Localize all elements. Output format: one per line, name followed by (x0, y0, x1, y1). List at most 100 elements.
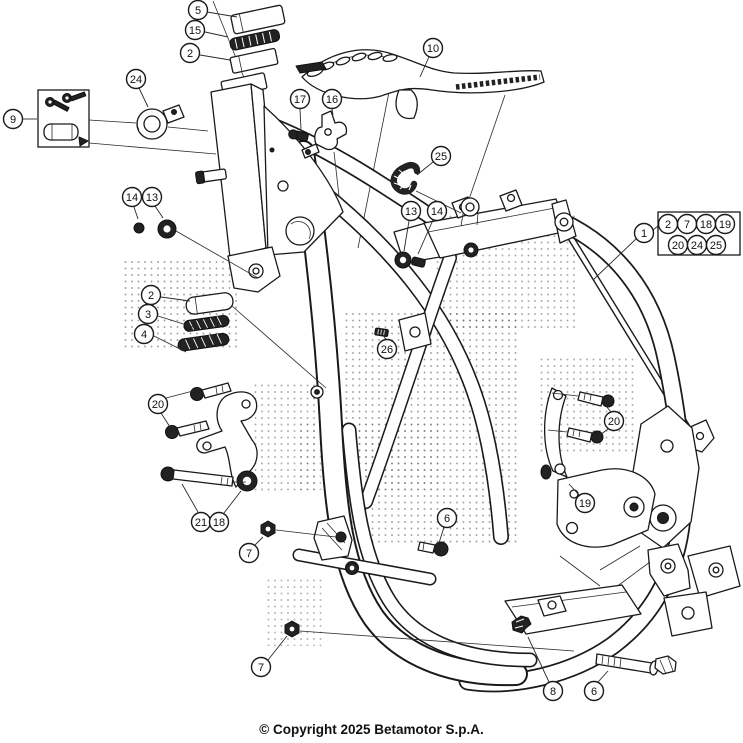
callout-7[interactable]: 7 (238, 536, 264, 564)
callout-8[interactable]: 8 (527, 636, 564, 702)
part-clip-26 (374, 327, 389, 337)
leader-line (599, 428, 609, 436)
balloon-circle (208, 511, 230, 533)
part-steering-column (195, 4, 344, 293)
balloon-number: 13 (405, 206, 417, 218)
callout-6[interactable]: 6 (436, 507, 458, 544)
callout-13[interactable]: 13 (400, 200, 422, 252)
callout-15[interactable]: 15 (184, 19, 229, 41)
part-key-set (37, 89, 217, 155)
balloon-circle (542, 680, 564, 702)
callout-26[interactable]: 26 (376, 336, 398, 360)
callout-5[interactable]: 5 (187, 0, 238, 21)
balloon-number: 7 (258, 662, 264, 674)
part-pads-2-3-4 (177, 292, 327, 389)
balloon-number: 13 (146, 192, 158, 204)
balloon-circle (184, 19, 206, 41)
leader-line (383, 336, 387, 340)
balloon-circle (125, 68, 147, 90)
balloon-number: 2 (665, 219, 671, 231)
part-bracket-16 (301, 110, 348, 197)
balloon-number: 9 (10, 114, 16, 126)
part-bolt-6-bottom (595, 653, 677, 676)
balloon-number: 20 (672, 240, 684, 252)
callout-25[interactable]: 25 (705, 234, 727, 256)
balloon-number: 24 (130, 74, 142, 86)
balloon-number: 24 (691, 240, 703, 252)
callout-1[interactable]: 1 (592, 222, 659, 281)
callout-6[interactable]: 6 (583, 670, 609, 702)
callout-2[interactable]: 2 (179, 42, 231, 64)
balloon-number: 19 (719, 219, 731, 231)
callout-19[interactable]: 19 (714, 213, 736, 235)
callout-21[interactable]: 21 (181, 483, 212, 533)
callout-13[interactable]: 13 (141, 186, 164, 219)
callout-2[interactable]: 2 (657, 213, 679, 235)
leader-line (331, 108, 334, 116)
callout-7[interactable]: 7 (676, 213, 698, 235)
leader-line (138, 87, 149, 108)
callout-19[interactable]: 19 (568, 483, 596, 514)
balloon-number: 21 (195, 517, 207, 529)
balloon-number: 14 (431, 206, 443, 218)
balloon-circle (250, 656, 272, 678)
callout-9[interactable]: 9 (2, 108, 38, 130)
callout-14[interactable]: 14 (417, 200, 448, 255)
balloon-number: 16 (326, 94, 338, 106)
callout-4[interactable]: 4 (133, 323, 187, 353)
callout-18[interactable]: 18 (208, 490, 242, 533)
callout-14[interactable]: 14 (121, 186, 143, 220)
callout-7[interactable]: 7 (250, 635, 288, 678)
balloon-circle (376, 338, 398, 360)
balloon-circle (436, 507, 458, 529)
callout-3[interactable]: 3 (137, 303, 194, 328)
leader-line (157, 315, 194, 328)
callout-24[interactable]: 24 (686, 234, 708, 256)
balloon-number: 5 (195, 5, 201, 17)
callout-20[interactable]: 20 (147, 390, 194, 428)
balloon-circle (321, 88, 343, 110)
balloon-number: 25 (710, 240, 722, 252)
leader-line (199, 54, 231, 61)
callout-20[interactable]: 20 (667, 234, 689, 256)
balloon-number: 3 (145, 309, 151, 321)
part-bracket-19 (540, 387, 568, 480)
leader-line (160, 412, 171, 428)
leader-line (568, 483, 580, 496)
callout-10[interactable]: 10 (419, 37, 444, 78)
engine-bracket-center (556, 468, 656, 548)
leader-line (223, 490, 242, 514)
leader-line (153, 335, 187, 353)
balloon-circle (133, 323, 155, 345)
balloon-number: 6 (591, 686, 597, 698)
callout-18[interactable]: 18 (695, 213, 717, 235)
leader-line (417, 219, 434, 255)
bottom-mount-plate (504, 584, 642, 635)
part-bolt-6-mid (417, 541, 449, 557)
part-left-bracket-group (160, 382, 337, 538)
leader-line (154, 205, 164, 219)
balloon-number: 18 (213, 517, 225, 529)
balloon-number: 15 (189, 25, 201, 37)
balloon-circle (574, 492, 596, 514)
balloon-number: 20 (608, 416, 620, 428)
balloon-number: 14 (126, 192, 138, 204)
leader-line (204, 31, 229, 38)
balloon-number: 18 (700, 219, 712, 231)
balloon-number: 7 (684, 219, 690, 231)
callout-25[interactable]: 25 (416, 145, 452, 176)
callout-24[interactable]: 24 (125, 68, 149, 108)
callout-20[interactable]: 20 (599, 405, 625, 436)
balloon-circle (714, 213, 736, 235)
leader-line (254, 536, 264, 546)
leader-line (206, 11, 238, 18)
callout-16[interactable]: 16 (321, 88, 343, 116)
leader-line (165, 390, 194, 399)
part-bolt-17 (288, 129, 309, 142)
leader-line (419, 56, 430, 78)
balloon-circle (147, 393, 169, 415)
callout-17[interactable]: 17 (289, 88, 311, 130)
part-right-bolts-20 (547, 391, 615, 444)
leader-line (438, 526, 445, 544)
